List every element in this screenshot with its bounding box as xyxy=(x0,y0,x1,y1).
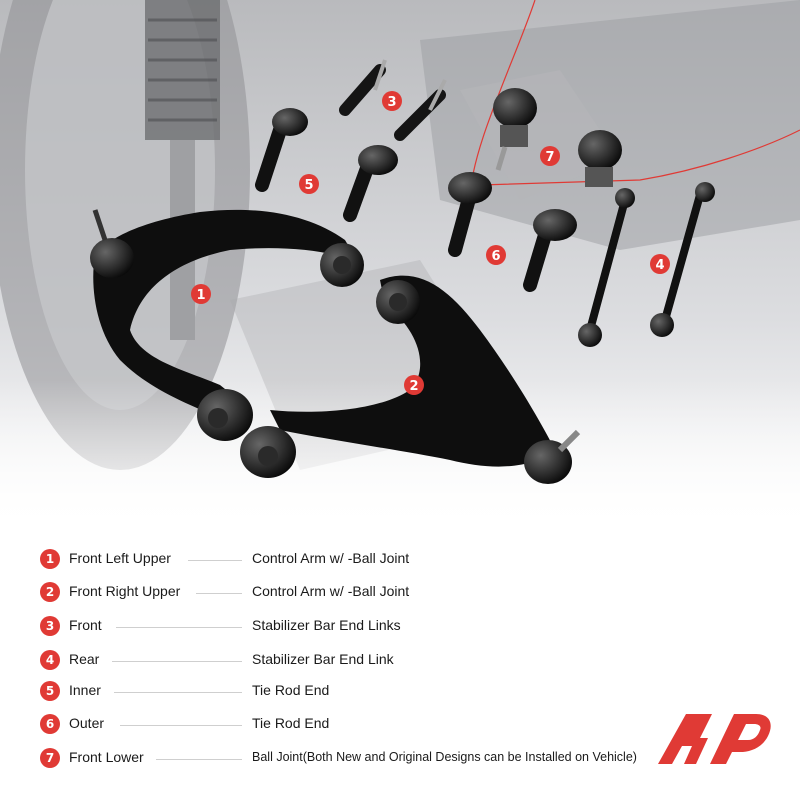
tie-rod-ends-outer xyxy=(448,172,577,292)
svg-text:2: 2 xyxy=(409,379,418,394)
control-arm-front-left xyxy=(90,209,364,441)
ball-joints-lower xyxy=(493,88,622,187)
callout-7: 7 xyxy=(540,146,560,166)
parts-legend: 1 Front Left Upper Control Arm w/ -Ball … xyxy=(0,540,800,800)
legend-divider-line xyxy=(116,627,242,628)
logo-mark-right xyxy=(710,714,771,764)
legend-number-1: 1 xyxy=(40,549,60,569)
legend-row-6: 6 Outer Tie Rod End xyxy=(40,714,680,736)
legend-row-7: 7 Front Lower Ball Joint(Both New and Or… xyxy=(40,748,680,770)
legend-number-4: 4 xyxy=(40,650,60,670)
svg-text:7: 7 xyxy=(545,150,554,165)
legend-divider-line xyxy=(120,725,242,726)
callout-2: 2 xyxy=(404,375,424,395)
legend-row-3: 3 Front Stabilizer Bar End Links xyxy=(40,616,680,638)
tie-rod-ends-inner xyxy=(255,108,398,222)
legend-number-3: 3 xyxy=(40,616,60,636)
legend-position-3: Front xyxy=(69,617,102,633)
legend-number-2: 2 xyxy=(40,582,60,602)
logo-mark-left xyxy=(658,714,712,764)
legend-position-5: Inner xyxy=(69,682,101,698)
svg-text:3: 3 xyxy=(387,95,396,110)
legend-description-5: Tie Rod End xyxy=(252,682,330,698)
legend-number-7: 7 xyxy=(40,748,60,768)
legend-divider-line xyxy=(156,759,242,760)
stabilizer-links-front xyxy=(339,59,447,141)
legend-number-5: 5 xyxy=(40,681,60,701)
legend-description-7: Ball Joint(Both New and Original Designs… xyxy=(252,750,637,764)
callout-6: 6 xyxy=(486,245,506,265)
legend-row-2: 2 Front Right Upper Control Arm w/ -Ball… xyxy=(40,582,680,604)
photo-callouts: 1 2 3 4 5 6 7 xyxy=(191,91,670,395)
legend-divider-line xyxy=(196,593,242,594)
brand-logo xyxy=(658,714,771,764)
legend-divider-line xyxy=(112,661,242,662)
legend-description-2: Control Arm w/ -Ball Joint xyxy=(252,583,410,599)
svg-text:6: 6 xyxy=(491,249,500,264)
legend-position-4: Rear xyxy=(69,651,100,667)
callout-5: 5 xyxy=(299,174,319,194)
callout-4: 4 xyxy=(650,254,670,274)
legend-divider-line xyxy=(188,560,242,561)
product-photo: 1 2 3 4 5 6 7 xyxy=(0,0,800,530)
legend-row-1: 1 Front Left Upper Control Arm w/ -Ball … xyxy=(40,549,680,571)
svg-text:1: 1 xyxy=(196,288,205,303)
callout-1: 1 xyxy=(191,284,211,304)
legend-divider-line xyxy=(114,692,242,693)
legend-position-1: Front Left Upper xyxy=(69,550,171,566)
stabilizer-links-rear xyxy=(578,182,715,347)
legend-position-2: Front Right Upper xyxy=(69,583,181,599)
legend-number-6: 6 xyxy=(40,714,60,734)
callout-3: 3 xyxy=(382,91,402,111)
legend-row-4: 4 Rear Stabilizer Bar End Link xyxy=(40,650,680,672)
control-arm-front-right xyxy=(240,275,581,484)
legend-position-7: Front Lower xyxy=(69,749,144,765)
legend-description-1: Control Arm w/ -Ball Joint xyxy=(252,550,410,566)
svg-text:4: 4 xyxy=(655,258,664,273)
legend-description-3: Stabilizer Bar End Links xyxy=(252,617,401,633)
legend-position-6: Outer xyxy=(69,715,105,731)
legend-description-6: Tie Rod End xyxy=(252,715,330,731)
legend-description-4: Stabilizer Bar End Link xyxy=(252,651,394,667)
svg-text:5: 5 xyxy=(304,178,313,193)
legend-row-5: 5 Inner Tie Rod End xyxy=(40,681,680,703)
